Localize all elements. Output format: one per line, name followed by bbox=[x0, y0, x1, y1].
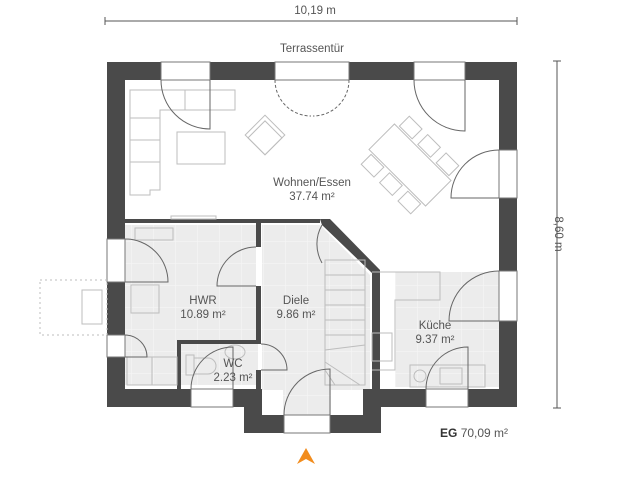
room-diele: Diele 9.86 m² bbox=[256, 294, 336, 322]
room-name: HWR bbox=[189, 295, 217, 307]
dimension-height bbox=[553, 60, 561, 409]
width-dimension-label: 10,19 m bbox=[294, 5, 336, 17]
dimension-width bbox=[104, 17, 518, 25]
tiled-floors bbox=[124, 225, 500, 428]
room-name: WC bbox=[223, 358, 243, 370]
terrace-door-label: Terrassentür bbox=[280, 43, 344, 55]
room-area: 2.23 m² bbox=[213, 372, 253, 384]
floor-level: EG bbox=[440, 426, 458, 440]
room-name: Wohnen/Essen bbox=[273, 177, 351, 189]
room-area: 10.89 m² bbox=[180, 309, 226, 321]
door-swings bbox=[124, 79, 500, 416]
room-hwr: HWR 10.89 m² bbox=[163, 294, 243, 322]
room-kueche: Küche 9.37 m² bbox=[395, 319, 475, 347]
room-name: Küche bbox=[418, 320, 452, 332]
room-area: 9.37 m² bbox=[415, 334, 455, 346]
floor-total-area: 70,09 m² bbox=[460, 426, 509, 440]
room-wc: WC 2.23 m² bbox=[193, 357, 273, 385]
floor-summary: EG 70,09 m² bbox=[440, 426, 508, 440]
room-wohnen-essen: Wohnen/Essen 37.74 m² bbox=[262, 176, 362, 204]
height-dimension-label: 8,60 m bbox=[552, 216, 564, 252]
north-arrow-icon bbox=[297, 448, 315, 464]
room-area: 9.86 m² bbox=[276, 309, 316, 321]
openings bbox=[106, 61, 518, 434]
room-area: 37.74 m² bbox=[289, 191, 335, 203]
room-name: Diele bbox=[282, 295, 310, 307]
furniture bbox=[39, 89, 486, 388]
